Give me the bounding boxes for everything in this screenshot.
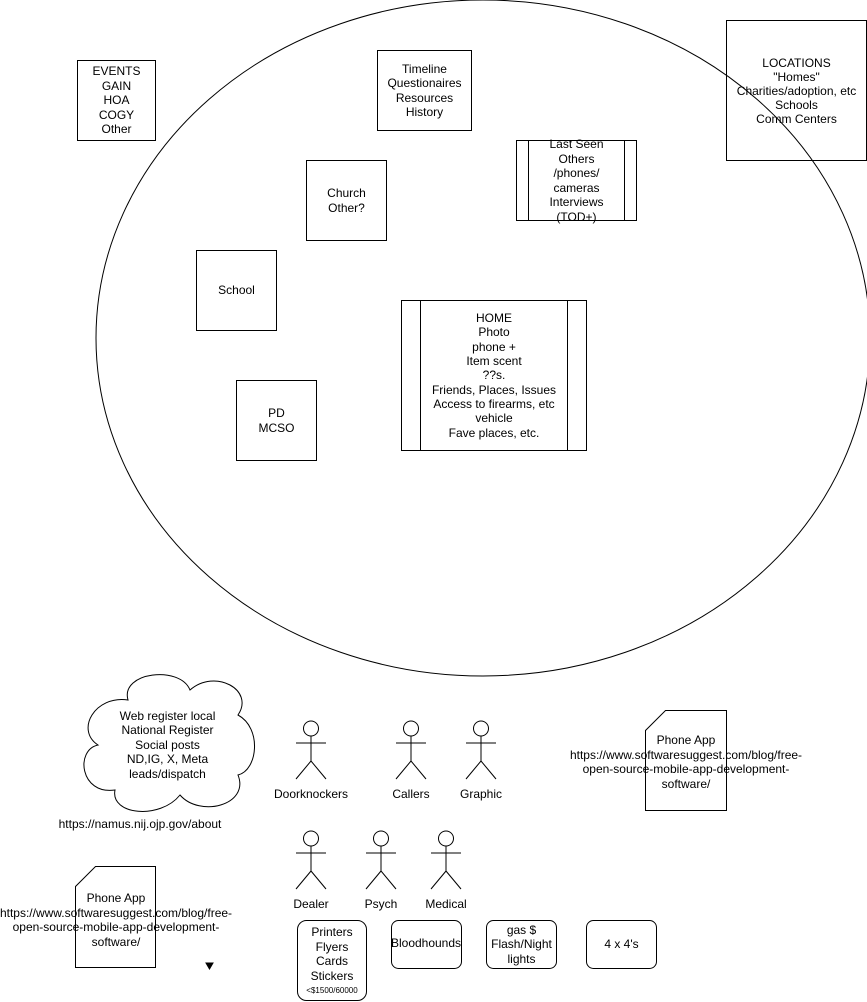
namus-link[interactable]: https://namus.nij.ojp.gov/about [58,817,222,831]
school-box[interactable] [196,250,277,331]
actor-callers[interactable]: Callers [392,787,430,801]
main-circle[interactable] [95,0,867,677]
stick-figure-icon[interactable] [395,720,427,780]
stick-figure-icon[interactable] [430,830,462,890]
actor-figures [295,720,497,890]
bloodhounds-text: Bloodhounds [390,935,462,950]
stick-figure-icon[interactable] [295,830,327,890]
locations-text: LOCATIONS "Homes" Charities/adoption, et… [736,55,857,126]
church-text: Church Other? [327,186,366,215]
actor-graphic[interactable]: Graphic [459,787,503,801]
printers-cost: <$1500/60000 [306,985,358,995]
four-by-four-text: 4 x 4's [604,937,639,952]
home-text: HOME Photo phone + Item scent ??s. Frien… [431,311,557,440]
actor-medical[interactable]: Medical [425,897,467,911]
stick-figure-icon[interactable] [465,720,497,780]
gas-box[interactable] [486,920,557,969]
gas-text: gas $ Flash/Night lights [491,922,552,966]
pd-box[interactable] [236,380,317,461]
events-box[interactable] [77,60,156,141]
printers-box[interactable] [297,920,367,1001]
church-box[interactable] [306,160,387,241]
home-box[interactable] [401,300,587,451]
actor-psych[interactable]: Psych [364,897,398,911]
stick-figure-icon[interactable] [365,830,397,890]
last-seen-text: Last Seen Others /phones/ cameras Interv… [549,137,604,224]
phone-app-note-left[interactable] [75,866,156,968]
arrow-down-icon [205,962,214,970]
pd-text: PD MCSO [258,406,295,435]
printers-text: Printers Flyers Cards Stickers [310,925,354,983]
last-seen-box[interactable] [516,140,637,221]
cloud-text: Web register local National Register Soc… [119,708,216,781]
school-text: School [218,283,255,298]
cloud-shape[interactable] [83,674,255,812]
actor-dealer[interactable]: Dealer [293,897,329,911]
stick-figure-icon[interactable] [295,720,327,780]
timeline-box[interactable] [377,50,472,131]
events-text: EVENTS GAIN HOA COGY Other [92,64,141,137]
phone-app-left-text: Phone App https://www.softwaresuggest.co… [0,891,233,949]
phone-app-right-text: Phone App https://www.softwaresuggest.co… [569,733,803,791]
bloodhounds-box[interactable] [391,920,462,969]
four-by-four-box[interactable] [586,920,657,969]
phone-app-note-right[interactable] [645,710,727,811]
timeline-text: Timeline Questionaires Resources History [387,61,462,120]
actor-doorknockers[interactable]: Doorknockers [273,787,349,801]
